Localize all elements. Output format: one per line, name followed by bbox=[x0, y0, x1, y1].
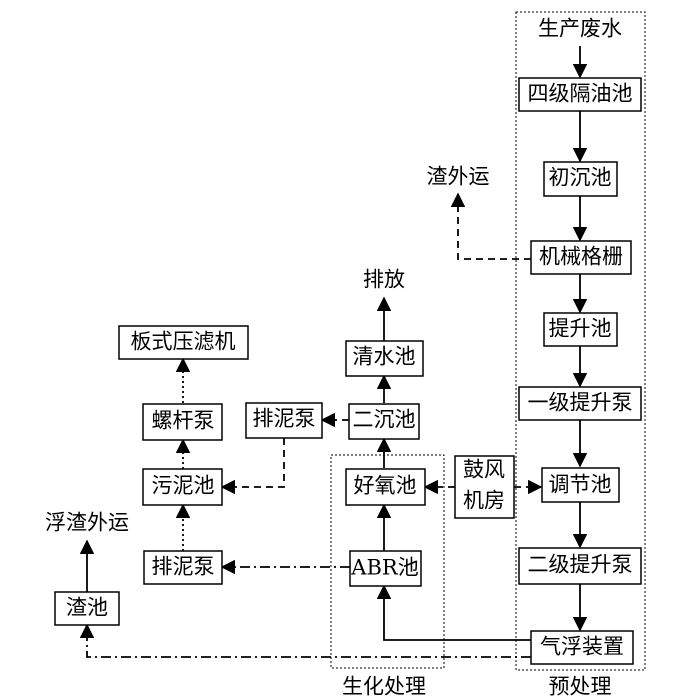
node-lift-tank-box bbox=[543, 312, 618, 347]
node-clear-water-box bbox=[345, 340, 424, 377]
node-discharge: 排放 bbox=[363, 268, 405, 292]
biochemical-region bbox=[330, 454, 445, 669]
node-clear-water: 清水池 bbox=[353, 345, 416, 369]
node-blower-line2: 机房 bbox=[463, 489, 505, 513]
node-lift-tank: 提升池 bbox=[549, 317, 612, 341]
node-sludge-pump-upper-box bbox=[245, 402, 323, 439]
node-scum-tank-box bbox=[54, 591, 120, 626]
node-flotation: 气浮装置 bbox=[540, 635, 624, 659]
node-blower-box bbox=[454, 455, 515, 519]
region-label-pre: 预处理 bbox=[549, 675, 612, 699]
node-sludge-tank-box bbox=[142, 468, 223, 506]
node-blower-line1: 鼓风 bbox=[463, 458, 505, 482]
node-pump2: 二级提升泵 bbox=[528, 553, 633, 577]
node-filter-press: 板式压滤机 bbox=[131, 330, 236, 354]
node-screw-pump-box bbox=[142, 403, 223, 441]
node-filter-press-box bbox=[118, 325, 249, 360]
node-flotation-box bbox=[530, 630, 634, 665]
node-screen-box bbox=[530, 240, 632, 275]
node-primary-settling-box bbox=[543, 161, 618, 197]
region-label-bio: 生化处理 bbox=[342, 675, 426, 699]
node-pump1-box bbox=[518, 386, 642, 421]
node-sludge-pump-upper: 排泥泵 bbox=[253, 407, 316, 431]
node-wastewater: 生产废水 bbox=[538, 17, 622, 41]
arrow-screen-to-residue bbox=[450, 192, 531, 260]
arrow-sludgepump-to-tank bbox=[220, 438, 285, 495]
node-abr-box bbox=[349, 550, 422, 587]
node-equalization-box bbox=[541, 467, 620, 503]
node-abr: ABR池 bbox=[350, 556, 418, 580]
arrow-flotation-to-abr bbox=[376, 584, 531, 641]
pretreatment-region bbox=[515, 11, 646, 671]
node-aerobic-box bbox=[345, 468, 426, 506]
node-screen: 机械格栅 bbox=[539, 245, 623, 269]
node-pump1: 一级提升泵 bbox=[528, 391, 633, 415]
node-sludge-pump-lower-box bbox=[143, 550, 223, 585]
node-secondary-settling: 二沉池 bbox=[353, 408, 416, 432]
node-scum-tank: 渣池 bbox=[66, 596, 108, 620]
node-secondary-settling-box bbox=[348, 403, 420, 440]
node-primary-settling: 初沉池 bbox=[549, 166, 612, 190]
node-equalization: 调节池 bbox=[549, 473, 612, 497]
node-pump2-box bbox=[518, 547, 642, 585]
node-oil-separator: 四级隔油池 bbox=[528, 82, 633, 106]
node-residue-out: 渣外运 bbox=[427, 165, 490, 189]
arrow-flotation-to-scum bbox=[79, 623, 531, 658]
node-scum-out: 浮渣外运 bbox=[45, 511, 129, 535]
node-aerobic: 好氧池 bbox=[354, 474, 417, 498]
node-sludge-pump-lower: 排泥泵 bbox=[152, 555, 215, 579]
node-sludge-tank: 污泥池 bbox=[152, 474, 215, 498]
node-oil-separator-box bbox=[518, 77, 642, 112]
node-screw-pump: 螺杆泵 bbox=[152, 409, 215, 433]
